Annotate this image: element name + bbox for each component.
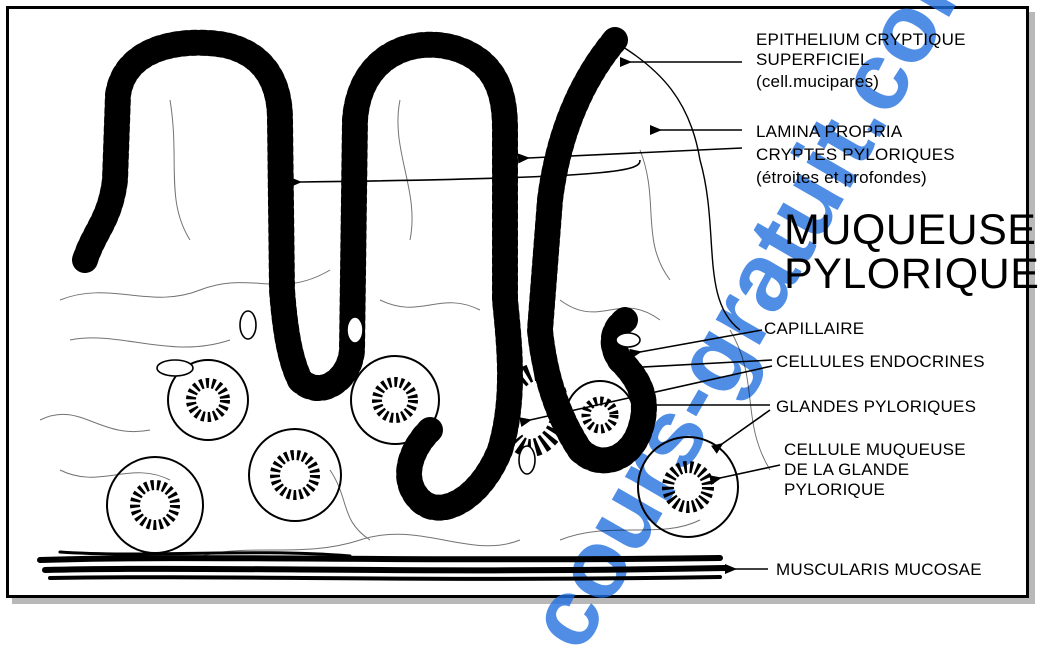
gland-section-6 [566, 381, 634, 449]
pyloric-crypts [85, 40, 740, 508]
gland-section-2 [351, 356, 439, 444]
gland-section-5 [638, 437, 738, 537]
histology-drawing [0, 0, 1047, 612]
label-epithelium-1: EPITHELIUM CRYPTIQUE [756, 30, 966, 49]
label-epithelium-3: (cell.mucipares) [756, 72, 879, 91]
leader-capillaire [640, 330, 762, 352]
leader-glandes-2 [722, 410, 770, 444]
muscularis-mucosae-drawing [40, 552, 725, 579]
label-epithelium-2: SUPERFICIEL [756, 50, 870, 69]
label-capillaire: CAPILLAIRE [764, 319, 864, 338]
title-line-1: MUQUEUSE [784, 208, 1039, 252]
label-cellules-endocrines: CELLULES ENDOCRINES [776, 352, 985, 371]
label-lamina-propria: LAMINA PROPRIA [756, 122, 902, 141]
label-cellule-muqueuse-3: PYLORIQUE [784, 480, 885, 499]
label-glandes-pyloriques: GLANDES PYLORIQUES [776, 397, 976, 416]
leader-endocrines-1 [625, 360, 772, 368]
label-cellule-muqueuse-2: DE LA GLANDE [784, 460, 909, 479]
title-line-2: PYLORIQUE [784, 252, 1039, 296]
leader-cellule-muqueuse [720, 465, 780, 478]
gland-section-3 [249, 429, 341, 521]
diagram-title: MUQUEUSE PYLORIQUE [784, 208, 1039, 296]
label-cryptes-2: (étroites et profondes) [756, 168, 927, 187]
label-cryptes-1: CRYPTES PYLORIQUES [756, 145, 955, 164]
label-muscularis: MUSCULARIS MUCOSAE [776, 560, 982, 579]
gland-section-4 [107, 457, 203, 553]
label-cellule-muqueuse-1: CELLULE MUQUEUSE [784, 440, 966, 459]
